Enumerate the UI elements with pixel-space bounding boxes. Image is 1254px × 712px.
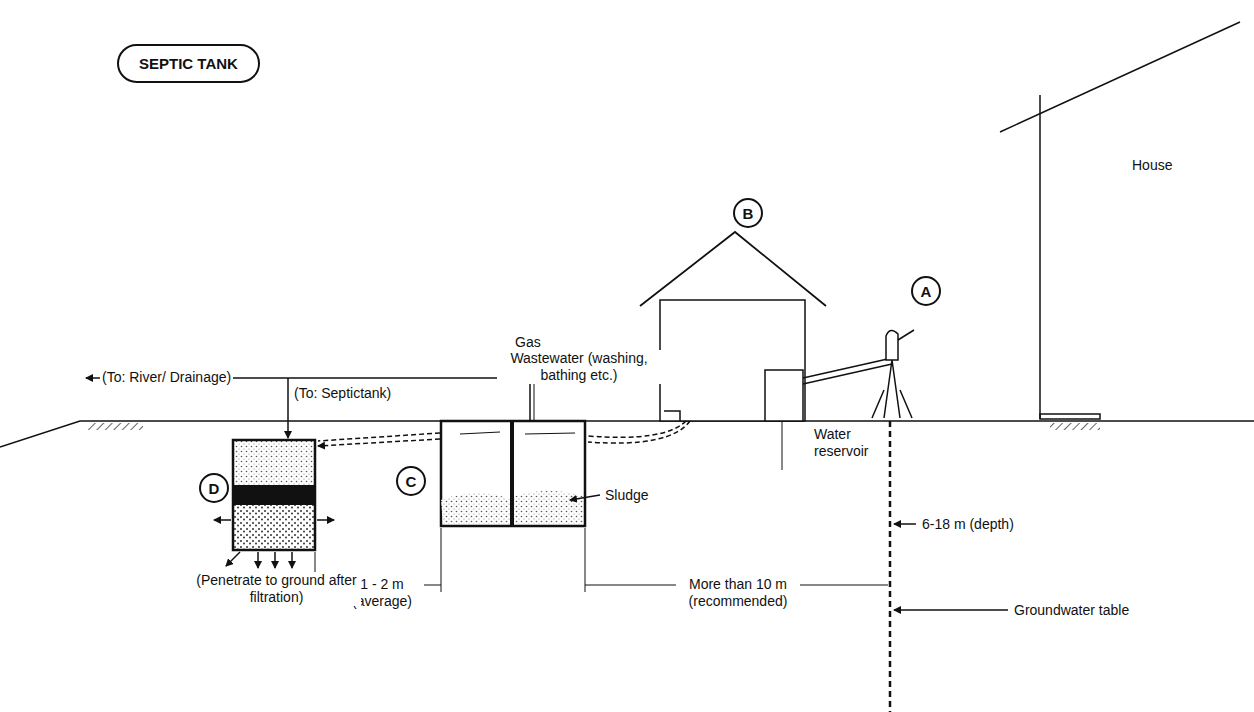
- annotation-label: Groundwater table: [1012, 602, 1131, 619]
- annotation-label: (Penetrate to ground after filtration): [192, 572, 361, 606]
- callout-circle: A: [911, 276, 941, 306]
- annotation-label: Water reservoir: [812, 426, 888, 460]
- annotation-label: (To: River/ Drainage): [100, 369, 233, 386]
- callout-letter: C: [406, 473, 417, 490]
- callout-circle: C: [396, 466, 426, 496]
- title-box: SEPTIC TANK: [117, 44, 260, 83]
- callout-letter: D: [209, 480, 220, 497]
- annotation-label: Wastewater (washing, bathing etc.): [497, 350, 661, 384]
- callout-letter: A: [921, 283, 932, 300]
- annotation-label: Gas: [513, 334, 543, 351]
- annotation-label: House: [1130, 157, 1174, 174]
- annotation-label: 6-18 m (depth): [920, 516, 1016, 533]
- callout-circle: D: [199, 473, 229, 503]
- annotation-label: (To: Septictank): [292, 385, 393, 402]
- annotation-label: More than 10 m (recommended): [676, 576, 800, 610]
- callout-letter: B: [743, 205, 754, 222]
- callout-circle: B: [733, 198, 763, 228]
- annotation-label: Sludge: [603, 487, 651, 504]
